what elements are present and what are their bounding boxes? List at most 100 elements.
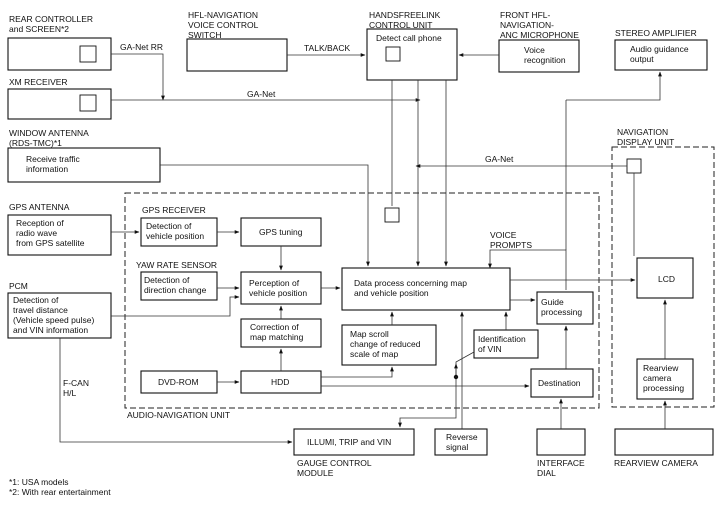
xm-receiver-label: XM RECEIVER (9, 77, 68, 87)
navigation-display-label-line-1: NAVIGATION (617, 127, 668, 137)
ga-net-rr-label-line-1: GA-Net RR (120, 42, 163, 52)
illumi-trip-vin-text-line-1: ILLUMI, TRIP and VIN (307, 437, 391, 447)
audio-navigation-unit-outline (124, 192, 600, 409)
rearview-camera-label: REARVIEW CAMERA (614, 458, 698, 468)
rearview-processing-box (636, 358, 694, 400)
detect-call-phone-text-line-1: Detect call phone (376, 33, 442, 43)
perception-position-box (240, 271, 322, 305)
audio-nav-unit-label-line-1: AUDIO-NAVIGATION UNIT (127, 410, 230, 420)
data-process-text-line-2: and vehicle position (354, 288, 429, 298)
hfl-nav-switch-label-line-1: HFL-NAVIGATION (188, 10, 258, 20)
footnotes-line-2: *2: With rear entertainment (9, 487, 111, 497)
ga-net-label-2: GA-Net (485, 154, 514, 164)
rear-controller-label-line-1: REAR CONTROLLER (9, 14, 93, 24)
window-antenna-label-line-1: WINDOW ANTENNA (9, 128, 89, 138)
rearview-camera-box (614, 428, 714, 456)
ga-net-label-1-line-1: GA-Net (247, 89, 276, 99)
detection-direction-box (140, 271, 218, 301)
f-can-label-line-2: H/L (63, 388, 77, 398)
connection-lines (59, 53, 667, 444)
detection-travel-text-line-4: and VIN information (13, 325, 88, 335)
audio-guidance-text-line-2: output (630, 54, 654, 64)
hdd-text: HDD (271, 377, 289, 387)
stereo-amplifier-label: STEREO AMPLIFIER (615, 28, 697, 38)
identification-vin-text-line-2: of VIN (478, 344, 502, 354)
data-process-box (341, 267, 511, 311)
interface-dial-label-line-1: INTERFACE (537, 458, 585, 468)
rear-controller-label-line-2: and SCREEN*2 (9, 24, 69, 34)
perception-position-text-line-1: Perception of (249, 278, 300, 288)
interface-dial-box (536, 428, 586, 456)
hfl-nav-switch-label-line-3: SWITCH (188, 30, 222, 40)
front-hfl-mic-label-line-3: ANC MICROPHONE (500, 30, 579, 40)
illumi-trip-vin-box (293, 428, 415, 456)
dvd-rom-text: DVD-ROM (158, 377, 199, 387)
front-hfl-mic-label-line-2: NAVIGATION- (500, 20, 554, 30)
gauge-control-label-line-1: GAUGE CONTROL (297, 458, 372, 468)
reverse-signal-box (434, 428, 488, 456)
detection-direction-text-line-1: Detection of (144, 275, 190, 285)
handsfreelink-label-line-1: HANDSFREELINK (369, 10, 441, 20)
talk-back-label: TALK/BACK (304, 43, 350, 53)
guide-processing-text-line-1: Guide (541, 297, 564, 307)
lcd-text: LCD (658, 274, 675, 284)
yaw-rate-sensor-label: YAW RATE SENSOR (136, 260, 217, 270)
map-scroll-text-line-1: Map scroll (350, 329, 389, 339)
data-process-text-line-1: Data process concerning map (354, 278, 467, 288)
gauge-control-label-line-2: MODULE (297, 468, 334, 478)
voice-recognition-text-line-2: recognition (524, 55, 566, 65)
f-can-label-line-1: F-CAN (63, 378, 89, 388)
yaw-rate-sensor-label-line-1: YAW RATE SENSOR (136, 260, 217, 270)
detect-call-phone-text: Detect call phone (376, 33, 442, 43)
voice-prompts-label-line-1: VOICE (490, 230, 517, 240)
lcd-text-line-1: LCD (658, 274, 675, 284)
detection-vehicle-position-box (140, 217, 218, 247)
identification-vin-text-line-1: Identification (478, 334, 526, 344)
dvd-rom-text-line-1: DVD-ROM (158, 377, 199, 387)
map-scroll-text-line-3: scale of map (350, 349, 398, 359)
interface-dial-label-line-2: DIAL (537, 468, 556, 478)
map-scroll-box (341, 324, 437, 366)
gps-receiver-label: GPS RECEIVER (142, 205, 206, 215)
reception-gps-text-line-2: radio wave (16, 228, 57, 238)
detection-vehicle-position-text-line-1: Detection of (146, 221, 192, 231)
audio-nav-unit-label: AUDIO-NAVIGATION UNIT (127, 410, 230, 420)
navigation-display-label-line-2: DISPLAY UNIT (617, 137, 674, 147)
front-hfl-mic-label: FRONT HFL-NAVIGATION-ANC MICROPHONE (500, 10, 579, 40)
footnotes-line-1: *1: USA models (9, 477, 69, 487)
gps-tuning-text-line-1: GPS tuning (259, 227, 303, 237)
identification-vin-box (473, 329, 539, 359)
handsfreelink-port (385, 46, 401, 62)
correction-map-box (240, 318, 322, 348)
hfl-nav-switch-label-line-2: VOICE CONTROL (188, 20, 259, 30)
voice-recognition-box (498, 39, 580, 73)
window-antenna-label-line-2: (RDS-TMC)*1 (9, 138, 62, 148)
junction-dot (453, 374, 459, 380)
ga-net-label-2-line-1: GA-Net (485, 154, 514, 164)
detection-travel-text-line-2: travel distance (13, 305, 68, 315)
detection-travel-box (7, 292, 112, 339)
reception-gps-text-line-1: Reception of (16, 218, 64, 228)
rearview-processing-text-line-2: camera (643, 373, 672, 383)
destination-text: Destination (538, 378, 581, 388)
correction-map-text-line-1: Correction of (250, 322, 299, 332)
ga-net-label-1: GA-Net (247, 89, 276, 99)
hdd-text-line-1: HDD (271, 377, 289, 387)
detection-vehicle-position-text-line-2: vehicle position (146, 231, 204, 241)
talk-back-label-line-1: TALK/BACK (304, 43, 350, 53)
reception-gps-box (7, 214, 112, 256)
reverse-signal-text-line-1: Reverse (446, 432, 478, 442)
